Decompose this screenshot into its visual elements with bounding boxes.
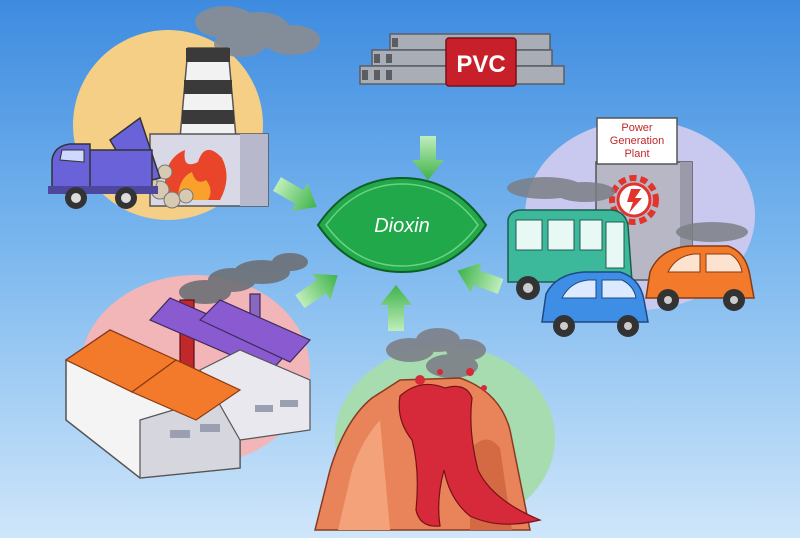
arrow-from-incinerator [272,177,317,211]
factory-icon [64,253,312,479]
pvc-pipes-icon [359,33,565,87]
arrow-from-pvc [412,136,444,180]
dioxin-label: Dioxin [374,215,430,237]
plant-sign-line-3: Plant [624,148,649,160]
plant-sign-line-2: Generation [610,135,664,147]
arrow-from-volcano [380,285,412,331]
volcano-icon [314,328,555,531]
arrow-from-factory [295,273,338,309]
pvc-label: PVC [456,51,505,78]
incinerator-icon [48,6,320,220]
vehicles-icon [507,209,755,337]
arrow-from-vehicles [457,262,504,295]
dioxin-node [316,176,488,274]
plant-sign-line-1: Power [621,122,653,134]
